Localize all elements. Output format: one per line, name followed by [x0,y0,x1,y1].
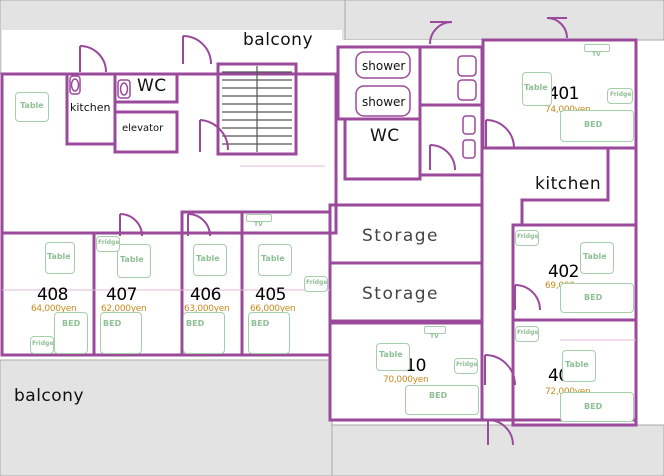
bed-401 [560,110,634,142]
fridge-label: Fridge [32,340,54,347]
table-403 [562,350,596,382]
bed-label: BED [584,120,603,129]
bed-407 [100,312,142,354]
room-price-410: 70,000yen [383,375,429,385]
table-label: Table [379,350,403,359]
table-label: Table [524,83,548,92]
table-401 [522,72,552,106]
tv-405 [246,214,272,222]
table-408 [45,242,75,274]
balcony-area-bottom-right [331,424,664,476]
room-number-401: 401 [548,84,579,104]
storage-label-2: Storage [362,284,440,304]
table-west [15,92,49,122]
fridge-label: Fridge [98,239,120,246]
kitchen-label-left: kitchen [70,101,111,114]
tv-label: TV [254,221,263,228]
fridge-label: Fridge [306,279,328,286]
wc-label-right: WC [370,126,400,146]
bed-label: BED [584,402,603,411]
room-price-407: 62,000yen [101,304,147,314]
fridge-403 [515,326,539,342]
table-410 [376,343,410,371]
bed-405 [248,312,290,354]
room-price-408: 64,000yen [31,304,77,314]
bed-label: BED [186,319,205,328]
bed-label: BED [251,319,270,328]
wc-label-left: WC [137,76,167,96]
table-label: Table [20,101,44,110]
table-label: Table [47,252,71,261]
room-number-408: 408 [37,285,68,305]
balcony-area-right-top [344,0,664,41]
storage-label-1: Storage [362,226,440,246]
fridge-label: Fridge [610,91,632,98]
bed-label: BED [103,319,122,328]
bed-403 [560,392,634,422]
fridge-label: Fridge [456,361,478,368]
table-405 [258,244,292,276]
bed-408 [54,312,88,354]
room-price-406: 63,000yen [184,304,230,314]
fridge-label: Fridge [517,233,539,240]
tv-label: TV [592,51,601,58]
balcony-label-top: balcony [243,30,314,50]
room-number-406: 406 [190,285,221,305]
shower-label-1: shower [362,59,406,73]
bed-label: BED [62,319,81,328]
room-price-405: 66,000yen [250,304,296,314]
fridge-402 [515,230,539,246]
shower-label-2: shower [362,95,406,109]
bed-402 [560,283,634,313]
tv-label: TV [430,333,439,340]
fridge-410 [454,358,478,374]
bed-label: BED [584,293,603,302]
room-number-402: 402 [548,262,579,282]
balcony-label-bottom: balcony [14,386,85,406]
bed-410 [405,385,479,415]
table-label: Table [583,252,607,261]
fridge-401 [607,88,633,104]
table-407 [117,244,151,278]
table-402 [580,242,614,274]
table-label: Table [120,255,144,264]
table-label: Table [565,360,589,369]
fridge-408 [30,336,54,354]
tv-410 [424,326,446,334]
table-label: Table [261,254,285,263]
table-label: Table [196,254,220,263]
elevator-label: elevator [122,123,164,134]
fridge-405 [304,276,328,292]
table-406 [193,244,227,276]
room-number-405: 405 [255,285,286,305]
balcony-area-bottom-left [0,359,333,476]
room-number-407: 407 [106,285,137,305]
fridge-407 [96,236,120,252]
kitchen-label-right: kitchen [535,174,602,194]
tv-401 [584,44,610,52]
bed-406 [183,312,225,354]
bed-label: BED [429,391,448,400]
fridge-label: Fridge [517,329,539,336]
